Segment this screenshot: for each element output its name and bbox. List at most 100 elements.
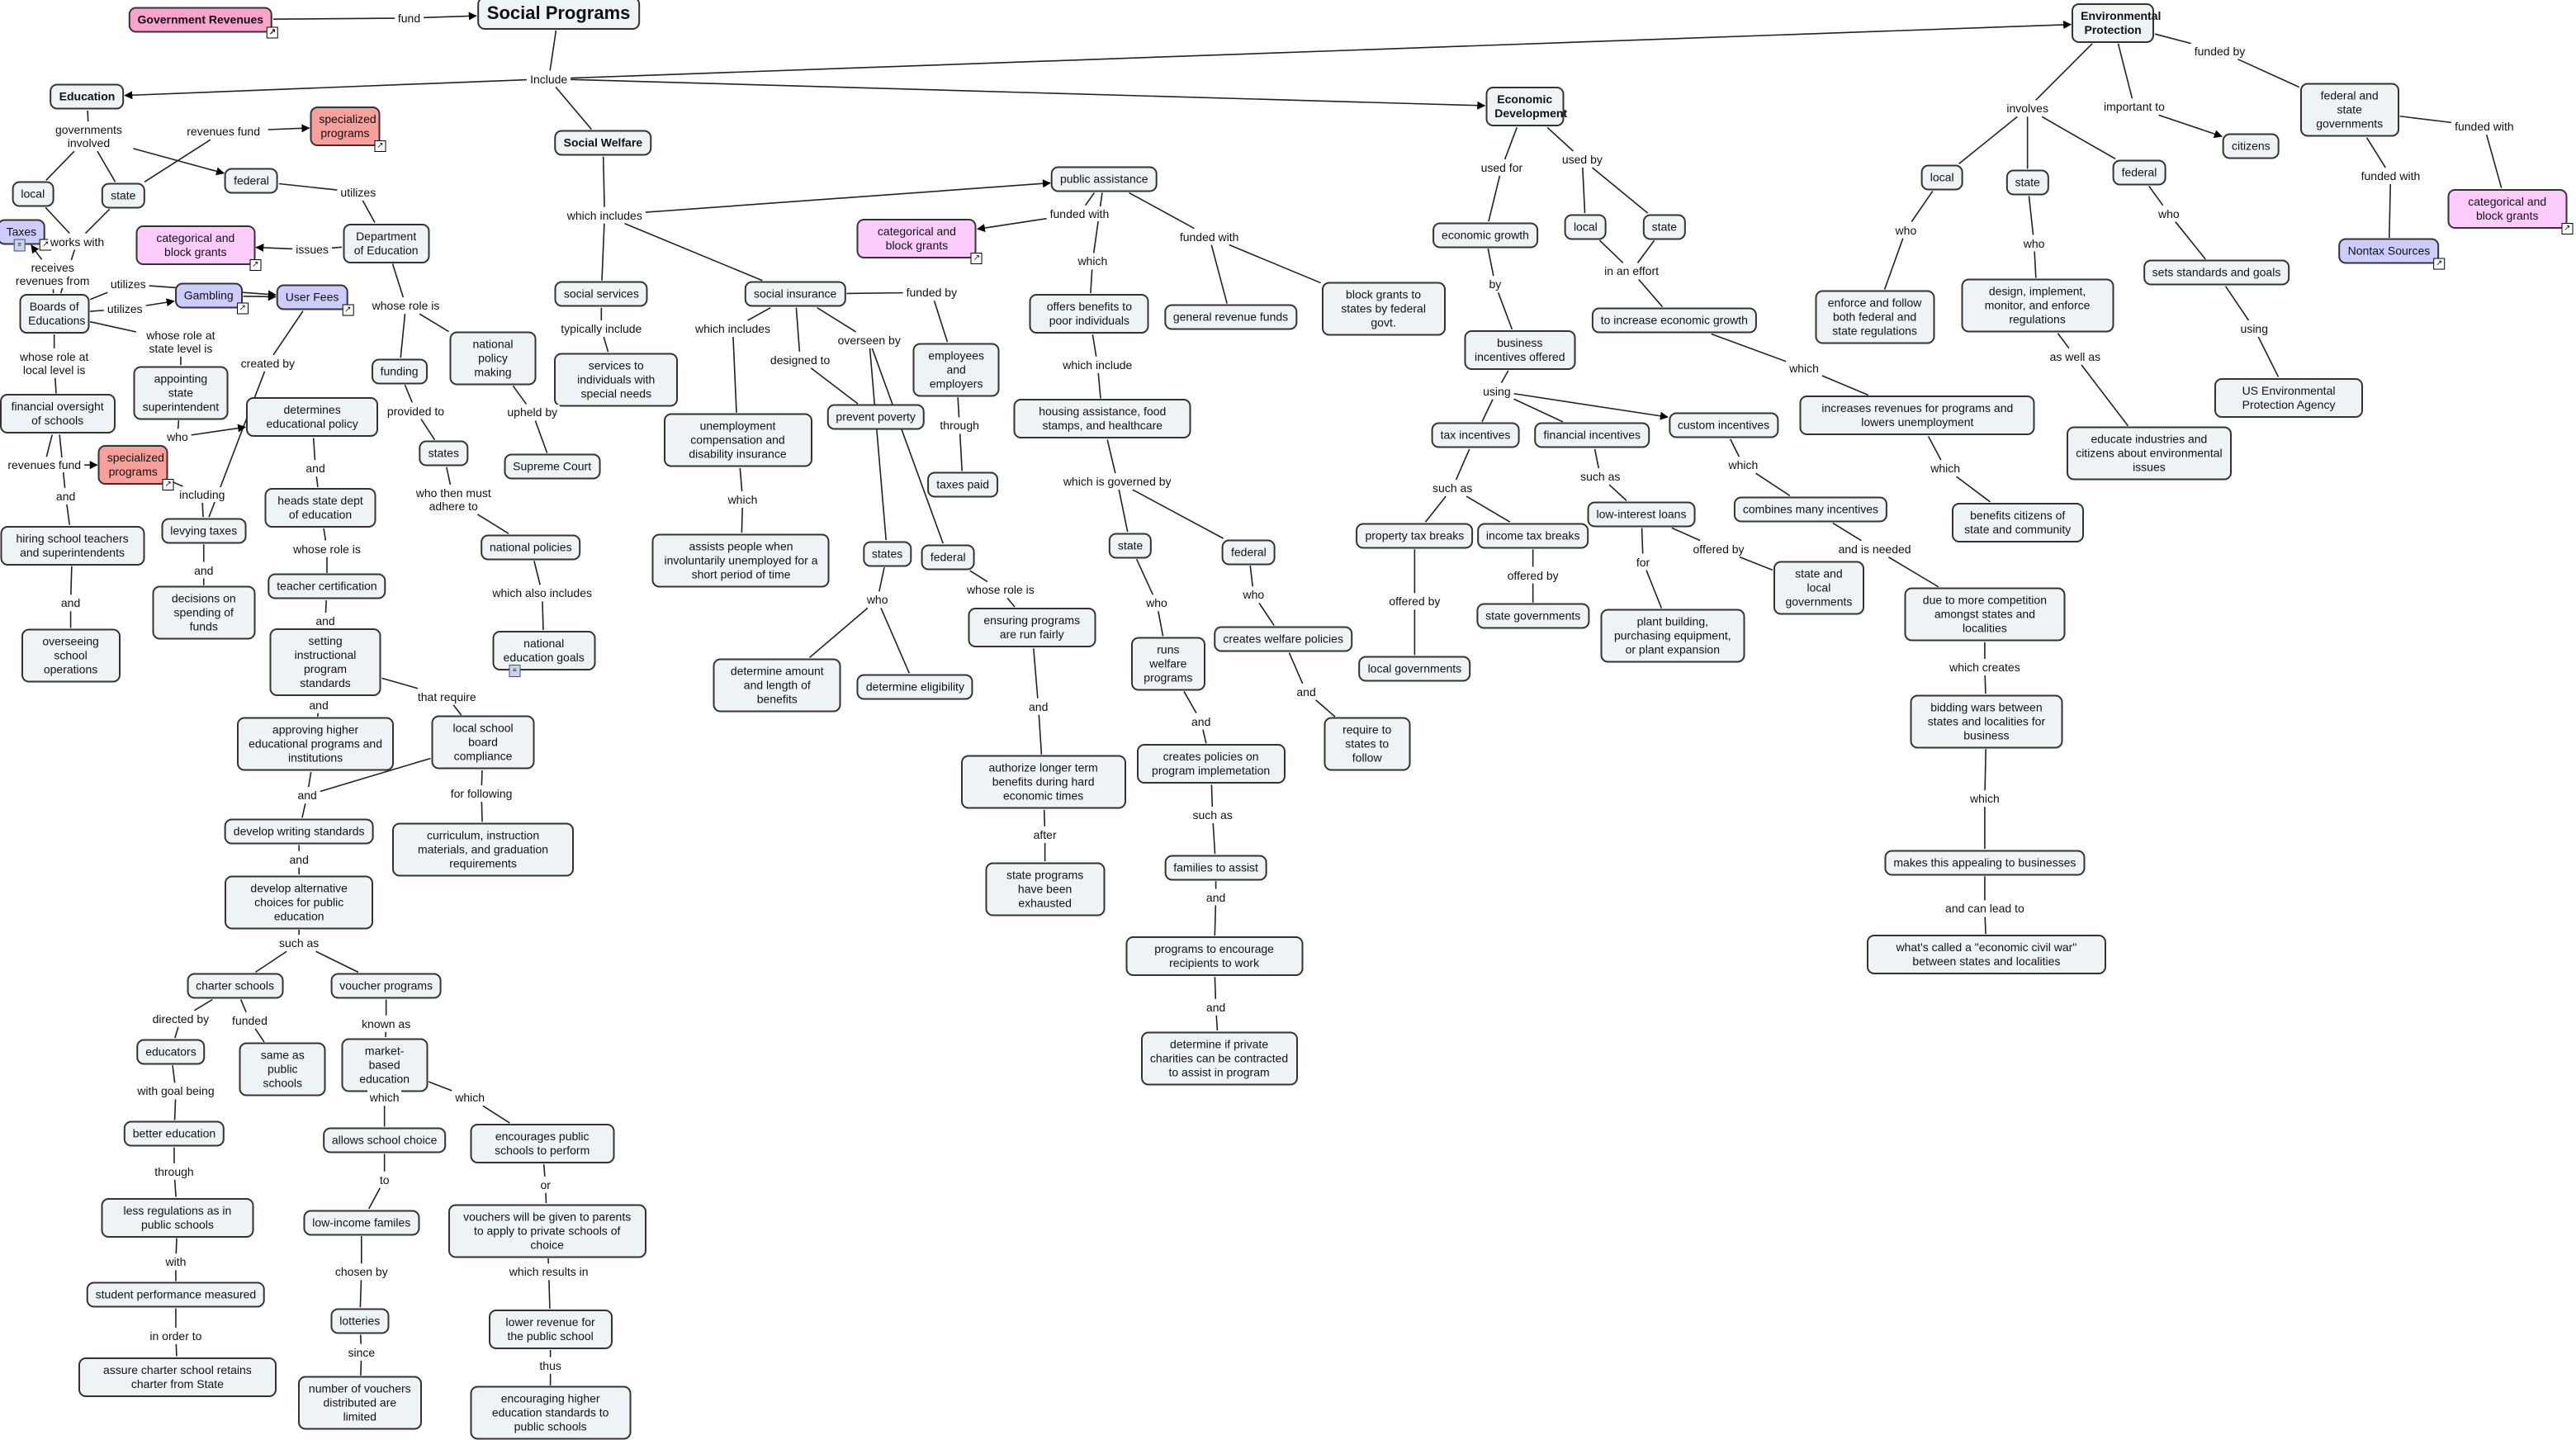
concept-node-spec2[interactable]: specialized programs↗: [98, 445, 168, 485]
concept-node-cpolicies[interactable]: creates policies on program implemetatio…: [1137, 744, 1286, 784]
concept-node-curr[interactable]: curriculum, instruction materials, and g…: [392, 822, 574, 876]
concept-node-lowinc[interactable]: low-income familes: [303, 1210, 419, 1235]
concept-node-cat3[interactable]: categorical and block grants↗: [2447, 189, 2567, 229]
concept-node-sw[interactable]: Social Welfare: [555, 130, 651, 156]
concept-node-econ[interactable]: Economic Development: [1485, 87, 1564, 126]
concept-node-sc[interactable]: Supreme Court: [504, 454, 600, 480]
concept-node-vgiven[interactable]: vouchers will be given to parents to app…: [448, 1204, 646, 1258]
concept-node-runs[interactable]: runs welfare programs: [1131, 637, 1205, 690]
concept-node-socins[interactable]: social insurance: [745, 282, 845, 307]
external-link-icon[interactable]: ↗: [342, 305, 353, 316]
concept-node-local1[interactable]: local: [12, 181, 54, 206]
concept-node-educators[interactable]: educators: [136, 1039, 205, 1064]
concept-node-statelocal[interactable]: state and local governments: [1773, 561, 1864, 615]
concept-node-citizens[interactable]: citizens: [2223, 134, 2280, 159]
concept-node-userfees[interactable]: User Fees↗: [277, 285, 348, 310]
concept-node-lsbc[interactable]: local school board compliance: [432, 716, 535, 770]
concept-node-local3[interactable]: local: [1921, 164, 1963, 190]
concept-node-bidding[interactable]: bidding wars between states and localiti…: [1910, 694, 2062, 748]
concept-node-fin[interactable]: financial oversight of schools: [0, 394, 116, 433]
concept-node-state4[interactable]: state: [1643, 214, 1686, 239]
concept-node-income[interactable]: income tax breaks: [1477, 523, 1589, 548]
concept-node-fsg[interactable]: federal and state governments: [2300, 83, 2399, 137]
concept-node-authorize[interactable]: authorize longer term benefits during ha…: [961, 756, 1126, 809]
concept-node-edu[interactable]: Education: [50, 84, 125, 110]
concept-node-encouraging[interactable]: encouraging higher education standards t…: [470, 1386, 631, 1440]
concept-node-states1[interactable]: states: [419, 441, 468, 467]
concept-node-hiring[interactable]: hiring school teachers and superintenden…: [0, 526, 144, 566]
concept-node-programs[interactable]: programs to encourage recipients to work: [1125, 936, 1303, 976]
concept-node-plant[interactable]: plant building, purchasing equipment, or…: [1600, 609, 1745, 663]
concept-node-employees[interactable]: employees and employers: [913, 343, 1000, 396]
concept-node-develop[interactable]: develop writing standards: [225, 818, 374, 844]
concept-node-tax[interactable]: tax incentives: [1432, 423, 1520, 448]
concept-node-housing[interactable]: housing assistance, food stamps, and hea…: [1014, 399, 1191, 438]
concept-node-biz[interactable]: business incentives offered: [1464, 330, 1575, 370]
concept-node-prevent[interactable]: prevent poverty: [826, 405, 925, 430]
concept-node-allows[interactable]: allows school choice: [323, 1128, 447, 1153]
concept-node-civil[interactable]: what's called a "economic civil war" bet…: [1867, 935, 2106, 974]
concept-node-exhausted[interactable]: state programs have been exhausted: [985, 862, 1105, 916]
concept-node-genrev[interactable]: general revenue funds: [1164, 305, 1297, 330]
concept-node-increase[interactable]: to increase economic growth: [1592, 308, 1757, 334]
concept-node-local2[interactable]: local: [1565, 214, 1607, 239]
concept-node-property[interactable]: property tax breaks: [1356, 523, 1473, 548]
concept-node-lower[interactable]: lower revenue for the public school: [489, 1310, 613, 1349]
concept-node-services[interactable]: services to individuals with special nee…: [554, 353, 678, 406]
concept-node-det[interactable]: determines educational policy: [246, 397, 378, 437]
concept-node-makes[interactable]: makes this appealing to businesses: [1884, 850, 2085, 875]
concept-node-determine[interactable]: determine amount and length of benefits: [713, 658, 841, 712]
concept-node-teach[interactable]: teacher certification: [268, 574, 386, 599]
concept-node-combines[interactable]: combines many incentives: [1734, 496, 1887, 522]
concept-node-fed2[interactable]: federal: [921, 544, 975, 570]
concept-node-doe[interactable]: Department of Education: [343, 224, 429, 263]
concept-node-cat1[interactable]: categorical and block grants↗: [135, 225, 255, 265]
external-link-icon[interactable]: ↗: [163, 479, 174, 490]
concept-node-taxespaid[interactable]: taxes paid: [927, 472, 998, 498]
concept-node-better[interactable]: better education: [124, 1121, 225, 1147]
external-link-icon[interactable]: ↗: [374, 140, 386, 152]
concept-node-lowint[interactable]: low-interest loans: [1588, 501, 1696, 527]
external-link-icon[interactable]: ↗: [971, 253, 983, 264]
concept-node-fed4[interactable]: federal: [2113, 159, 2166, 185]
concept-node-stategov[interactable]: state governments: [1476, 604, 1589, 629]
concept-node-state1[interactable]: state: [102, 182, 144, 208]
concept-node-cat2[interactable]: categorical and block grants↗: [857, 219, 977, 258]
concept-node-heads[interactable]: heads state dept of education: [265, 488, 376, 528]
document-icon[interactable]: ≡: [509, 665, 520, 677]
concept-node-localgov[interactable]: local governments: [1359, 656, 1471, 681]
concept-node-lessreg[interactable]: less regulations as in public schools: [101, 1198, 253, 1238]
concept-node-educate[interactable]: educate industries and citizens about en…: [2067, 427, 2232, 481]
concept-node-student[interactable]: student performance measured: [87, 1282, 266, 1308]
concept-node-appoint[interactable]: appointing state superintendent: [133, 366, 228, 419]
concept-node-sets[interactable]: sets standards and goals: [2143, 260, 2290, 286]
concept-node-oversee[interactable]: overseeing school operations: [21, 629, 121, 683]
concept-node-design[interactable]: design, implement, monitor, and enforce …: [1961, 279, 2114, 333]
concept-node-env[interactable]: Environmental Protection: [2072, 3, 2154, 43]
concept-node-taxes[interactable]: Taxes↗≡: [0, 219, 45, 244]
concept-node-voucher[interactable]: voucher programs: [330, 973, 442, 999]
external-link-icon[interactable]: ↗: [267, 26, 278, 38]
concept-node-unemp[interactable]: unemployment compensation and disability…: [664, 414, 812, 467]
concept-node-approving[interactable]: approving higher educational programs an…: [237, 718, 394, 771]
concept-node-benefits[interactable]: benefits citizens of state and community: [1952, 503, 2084, 542]
external-link-icon[interactable]: ↗: [2561, 223, 2573, 234]
concept-node-boards[interactable]: Boards of Educations: [19, 294, 89, 334]
concept-node-decisions[interactable]: decisions on spending of funds: [152, 586, 255, 640]
concept-node-require[interactable]: require to states to follow: [1324, 718, 1410, 771]
concept-node-gamb[interactable]: Gambling↗: [175, 283, 243, 309]
concept-node-creates[interactable]: creates welfare policies: [1214, 627, 1352, 652]
concept-node-custom[interactable]: custom incentives: [1669, 413, 1778, 438]
concept-node-state3[interactable]: state: [1109, 533, 1152, 558]
concept-node-incrrev[interactable]: increases revenues for programs and lowe…: [1800, 396, 2035, 435]
concept-node-gov[interactable]: Government Revenues↗: [129, 7, 273, 32]
concept-node-elig[interactable]: determine eligibility: [857, 674, 973, 699]
external-link-icon[interactable]: ↗: [2433, 258, 2445, 270]
concept-node-funding[interactable]: funding: [372, 358, 428, 384]
concept-node-families[interactable]: families to assist: [1164, 855, 1267, 880]
concept-node-enforce[interactable]: enforce and follow both federal and stat…: [1815, 291, 1934, 344]
concept-node-nateg[interactable]: national education goals≡: [492, 631, 595, 670]
concept-node-socserv[interactable]: social services: [555, 282, 648, 307]
concept-node-states2[interactable]: states: [863, 541, 912, 566]
document-icon[interactable]: ≡: [14, 239, 26, 251]
